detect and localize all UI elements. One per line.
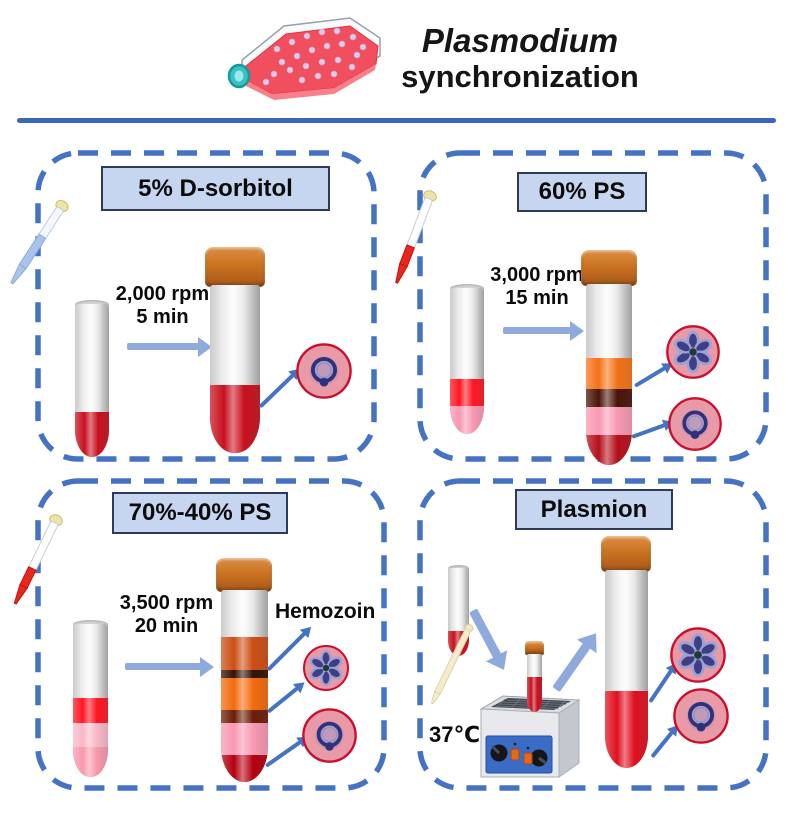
tube-cap [216, 558, 272, 592]
centrifuge-tube-icon [210, 285, 260, 453]
hemozoin-band [221, 670, 268, 678]
process-arrow-icon [127, 343, 199, 350]
spin-speed: 3,500 rpm [119, 592, 214, 614]
panel-dashed-border [35, 150, 377, 462]
panel-dashed-border [417, 150, 769, 462]
ring-stage-icon [302, 708, 357, 763]
figure-title: Plasmodium synchronization [400, 22, 640, 95]
panel-plasmion: Plasmion [417, 478, 769, 791]
panel-ps70-40-label: 70%-40% PS [112, 492, 288, 534]
spin-time: 5 min [136, 306, 189, 328]
bath-button [510, 748, 520, 761]
centrifuge-tube-icon [586, 284, 632, 465]
bath-button [523, 752, 533, 765]
tube-cap [601, 536, 651, 572]
centrifuge-tube-icon [450, 288, 484, 434]
panel-ps70-40: 70%-40% PS 3,500 rpm 20 min [13, 478, 387, 791]
title-genus: Plasmodium [421, 22, 619, 59]
blood-layer [605, 691, 648, 768]
process-arrow-icon [125, 663, 201, 670]
red-layer [73, 698, 108, 723]
pipette-icon [395, 190, 437, 284]
panel-dashed-border [35, 478, 387, 791]
panel-sorbitol-label: 5% D-sorbitol [101, 166, 330, 211]
centrifuge-tube-icon [605, 570, 648, 768]
centrifuge-tube-icon [527, 654, 542, 712]
pipette-icon [13, 514, 63, 605]
spin-time: 15 min [505, 287, 569, 309]
panel-ps60: 60% PS 3,000 rpm 15 min [395, 150, 769, 465]
centrifuge-tube-icon [73, 624, 108, 777]
tube-cap [525, 641, 544, 655]
spin-conditions: 3,000 rpm 15 min [467, 264, 607, 310]
panel-dashed-border [417, 478, 769, 791]
schizont-band [586, 358, 632, 389]
header-divider [17, 118, 776, 123]
schizont-band [221, 678, 268, 710]
bath-temperature-label: 37℃ [429, 722, 481, 747]
tube-cap [581, 250, 637, 286]
pipette-icon [10, 200, 69, 285]
ring-stage-icon [668, 397, 722, 451]
centrifuge-tube-icon [221, 590, 268, 782]
dark-orange-band [221, 637, 268, 670]
panel-plasmion-label: Plasmion [515, 489, 673, 530]
schizont-icon [670, 627, 726, 683]
process-arrow-icon [503, 327, 571, 334]
spin-time: 20 min [134, 615, 199, 637]
blood-layer [527, 677, 542, 712]
title-word: synchronization [401, 59, 639, 94]
ring-stage-icon [296, 343, 352, 399]
light-pink-layer [73, 723, 108, 747]
centrifuge-tube-icon [75, 304, 109, 457]
spin-conditions: 3,500 rpm 20 min [99, 592, 234, 638]
ring-stage-icon [673, 688, 729, 744]
spin-speed: 3,000 rpm [490, 264, 584, 286]
pink-layer [586, 407, 632, 435]
maroon-band [221, 710, 268, 723]
culture-flask-icon [227, 17, 381, 100]
panel-ps60-label: 60% PS [517, 172, 647, 212]
hemozoin-label: Hemozoin [275, 600, 376, 623]
blood-layer [75, 412, 109, 457]
pipette-icon [430, 623, 474, 705]
red-layer [450, 379, 484, 406]
spin-conditions: 2,000 rpm 5 min [90, 283, 235, 329]
hemozoin-band [586, 389, 632, 407]
tube-cap [205, 247, 265, 287]
pink-layer [221, 723, 268, 755]
schizont-icon [666, 325, 720, 379]
panel-sorbitol: 5% D-sorbitol 2,000 rpm 5 min [10, 150, 377, 462]
schizont-icon [303, 645, 349, 691]
blood-layer [210, 385, 260, 453]
spin-speed: 2,000 rpm [115, 283, 210, 305]
